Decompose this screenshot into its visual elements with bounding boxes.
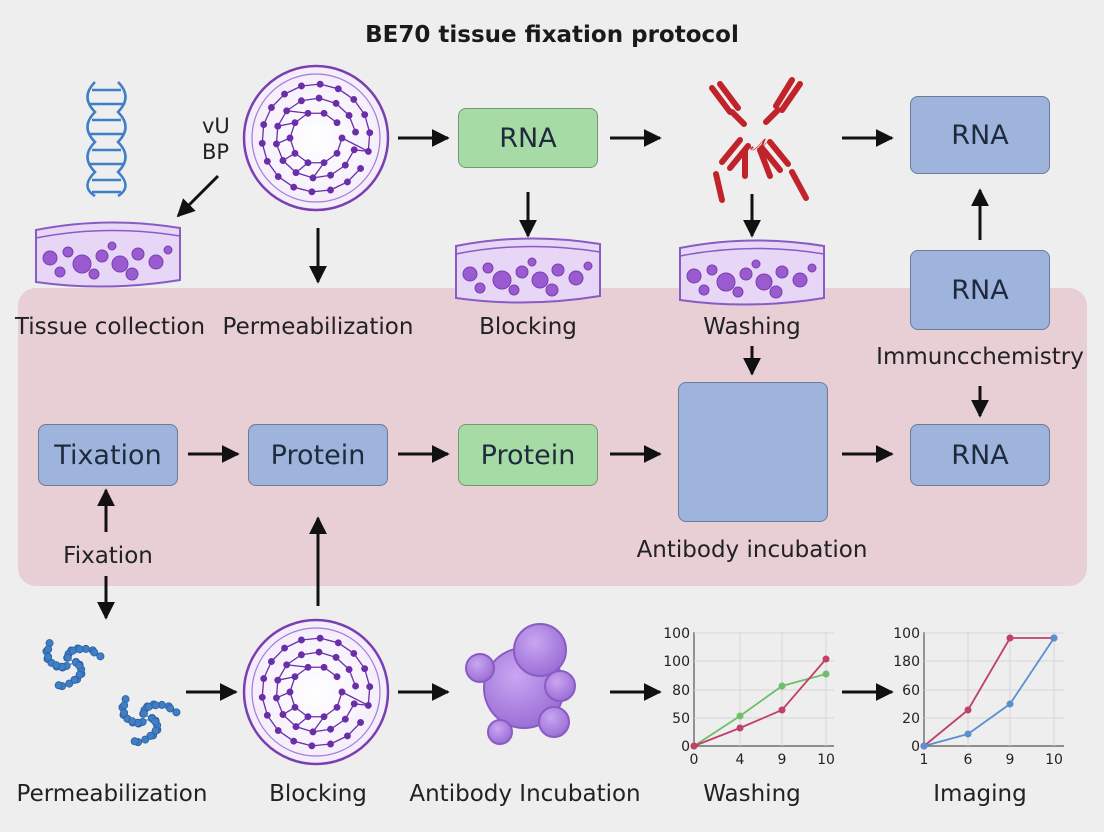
tissue-collection-label: Tissue collection: [14, 314, 206, 340]
bp-label: BP: [202, 140, 230, 164]
rna-box-top-right: RNA: [910, 96, 1050, 174]
series-line: [693, 658, 827, 747]
antibody-icon: 𝓝: [709, 77, 809, 203]
diagram-title: BE70 tissue fixation protocol: [365, 22, 739, 48]
data-point: [822, 655, 830, 663]
data-point: [1006, 700, 1014, 708]
data-point: [920, 742, 928, 750]
permeabilization-label-top: Permeabilization: [222, 314, 414, 340]
data-point: [690, 742, 698, 750]
x-tick-label: 6: [964, 752, 973, 768]
tissue-layer-icon: [455, 237, 601, 304]
x-tick-label: 0: [690, 752, 699, 768]
antibody-incubation-label-mid: Antibody incubation: [636, 537, 868, 563]
antibody-incubation-label-bottom: Antibody Incubation: [409, 781, 641, 807]
x-tick-label: 10: [1045, 752, 1063, 768]
tissue-layer-icon: [35, 221, 181, 288]
data-point: [964, 730, 972, 738]
x-tick-label: 4: [736, 752, 745, 768]
imaging-chart: 0 20 60 180 100 1 6 9 10: [893, 626, 1064, 768]
vesicle-cluster-icon: [465, 623, 576, 745]
fixation-label: Fixation: [63, 543, 153, 569]
molecule-cluster-icon: [42, 639, 181, 747]
series-line: [923, 637, 1054, 747]
data-point: [964, 706, 972, 714]
x-tick-label: 1: [920, 752, 929, 768]
blocking-label-bottom: Blocking: [269, 781, 367, 807]
dna-ladder-icon: [86, 81, 127, 198]
x-tick-label: 9: [1006, 752, 1015, 768]
y-tick-label: 60: [902, 683, 920, 699]
rna-box-band-right: RNA: [910, 424, 1050, 486]
data-point: [1006, 634, 1014, 642]
vu-label: vU: [202, 114, 230, 138]
y-tick-label: 100: [893, 626, 920, 642]
x-tick-label: 9: [778, 752, 787, 768]
permeabilization-label-bottom: Permeabilization: [16, 781, 208, 807]
rna-box-mid-right: RNA: [910, 250, 1050, 330]
series-line: [693, 673, 827, 747]
protein-box-blue: Protein: [248, 424, 388, 486]
data-point: [1050, 634, 1058, 642]
cell-network-icon: [242, 618, 390, 766]
cell-network-icon: [242, 64, 390, 212]
y-tick-label: 100: [663, 626, 690, 642]
washing-label-top: Washing: [703, 314, 801, 340]
washing-label-bottom: Washing: [703, 781, 801, 807]
data-point: [736, 724, 744, 732]
tixation-box: Tixation: [38, 424, 178, 486]
flow-arrows: [97, 129, 989, 701]
imaging-label: Imaging: [933, 781, 1027, 807]
data-point: [778, 682, 786, 690]
data-point: [822, 670, 830, 678]
y-tick-label: 0: [681, 739, 690, 755]
y-tick-label: 0: [911, 739, 920, 755]
y-tick-label: 80: [672, 683, 690, 699]
blocking-label-top: Blocking: [479, 314, 577, 340]
immunochemistry-label: Immuncchemistry: [876, 344, 1084, 370]
y-tick-label: 50: [672, 711, 690, 727]
rna-box-top-green: RNA: [458, 108, 598, 168]
tissue-layer-icon: [679, 239, 825, 306]
y-tick-label: 100: [663, 654, 690, 670]
data-point: [736, 712, 744, 720]
y-tick-label: 180: [893, 654, 920, 670]
protein-box-green: Protein: [458, 424, 598, 486]
y-tick-label: 20: [902, 711, 920, 727]
series-line: [923, 637, 1055, 747]
data-point: [778, 706, 786, 714]
antibody-incubation-box: [678, 382, 828, 522]
x-tick-label: 10: [817, 752, 835, 768]
washing-chart: 0 50 80 100 100 0 4 9 10: [663, 626, 835, 768]
